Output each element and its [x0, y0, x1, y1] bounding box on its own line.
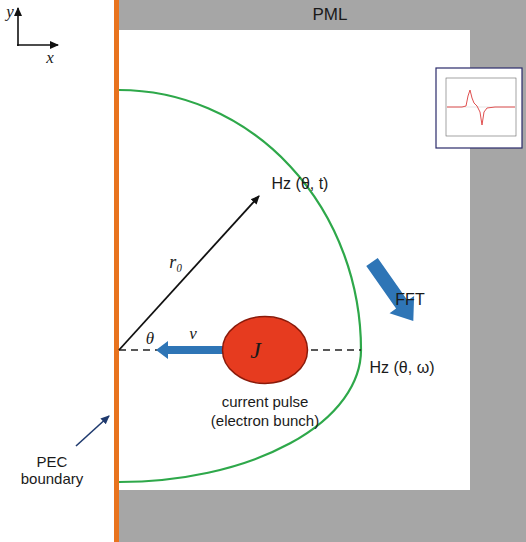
velocity-arrow: [156, 341, 224, 359]
pec-boundary: [114, 0, 119, 542]
label: y: [6, 2, 14, 22]
label: current pulse: [222, 393, 309, 410]
label: FFT: [395, 291, 424, 309]
pml-band: [119, 0, 526, 30]
label: θ: [146, 329, 154, 349]
label: PML: [313, 5, 348, 25]
pml-band: [119, 490, 526, 542]
label: (electron bunch): [211, 412, 319, 429]
current-pulse: J⃗: [221, 315, 309, 385]
inset-plot: [436, 68, 522, 148]
vector-symbol: J⃗: [250, 337, 279, 364]
label: v: [189, 324, 197, 344]
label: x: [46, 48, 54, 68]
label: PEC boundary: [15, 453, 89, 488]
fft-arrow: [360, 253, 426, 329]
label: Hz (θ, t): [272, 175, 329, 193]
y-axis: [17, 8, 19, 46]
leader-arrow: [76, 416, 109, 446]
label: r₀: [169, 252, 182, 273]
observation-arc: [119, 90, 361, 482]
label: Hz (θ, ω): [370, 359, 435, 377]
x-axis: [17, 44, 58, 46]
